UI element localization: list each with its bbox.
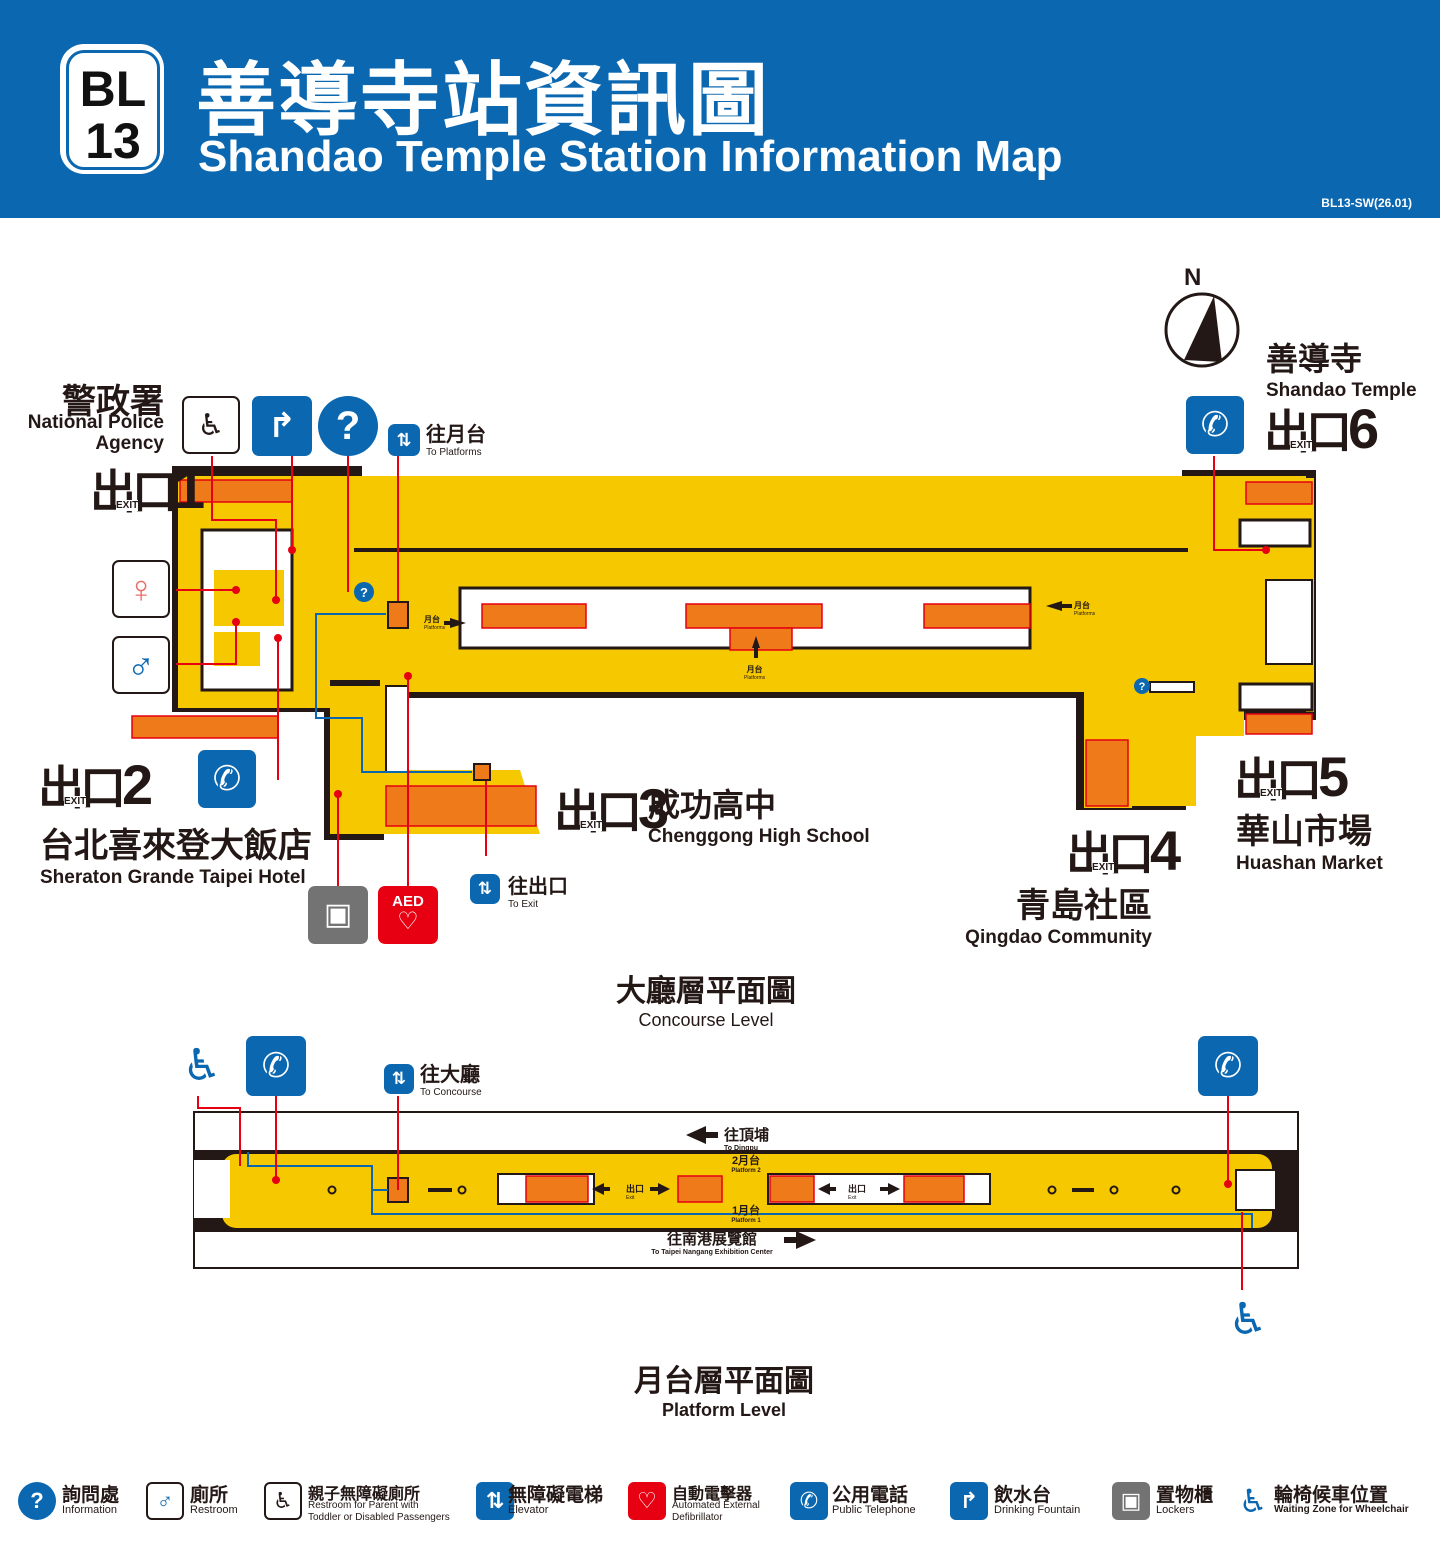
title-zh: 善導寺站資訊圖 [196,56,770,145]
exit4-landmark: 青島社區 Qingdao Community [965,887,1152,948]
direction-west-label: 往頂埔 To Dingpu [724,1127,770,1152]
family-restroom-icon: ♿ [264,1482,302,1520]
concourse-accessible-route [315,613,472,773]
information-icon: ? [318,396,378,456]
platform-title: 月台層平面圖 Platform Level [634,1365,814,1420]
exit5-landmark: 華山市場 Huashan Market [1236,813,1383,874]
elevator-platform-icon: ⇅ [384,1064,414,1094]
women-restroom-icon: ♀ [112,560,170,618]
exit6-marker: 出口6 EXIT [1264,397,1380,460]
platform2-label: 2月台 Platform 2 [731,1155,761,1174]
exit3-marker: 出口3 EXIT [554,777,670,840]
telephone-platform-west-icon: ✆ [246,1036,306,1096]
to-platforms-label: 往月台 To Platforms [426,424,486,458]
fountain-icon: ↱ [950,1482,988,1520]
exit1-marker: 出口1 EXIT [90,457,206,520]
elevator-icon: ⇅ [388,424,420,456]
platform-leader-lines [197,1096,1243,1290]
compass-north-label: N [1184,264,1202,291]
aed-icon: AED♡ [378,886,438,944]
telephone-exit6-icon: ✆ [1186,396,1244,454]
version-code: BL13-SW(26.01) [1321,196,1412,210]
exit2-landmark: 台北喜來登大飯店 Sheraton Grande Taipei Hotel [40,827,312,888]
to-concourse-label: 往大廳 To Concourse [420,1064,482,1098]
svg-text:?: ? [1139,681,1146,693]
concourse-escalators [131,479,1313,827]
elevator-to-exit-icon: ⇅ [470,874,500,904]
svg-text:?: ? [360,585,368,600]
telephone-icon: ✆ [790,1482,828,1520]
platform-escalators [525,1175,965,1203]
wheelchair-zone-icon-east: ♿ [1228,1295,1268,1344]
platform-benches [428,1188,1094,1192]
concourse-leader-lines [176,456,1266,886]
platform-pillars [327,1185,1181,1195]
concourse-leader-dots [232,546,1270,798]
info-icon: ? [18,1482,56,1520]
elevator-icon: ⇅ [476,1482,514,1520]
compass-icon [1164,292,1240,368]
telephone-platform-east-icon: ✆ [1198,1036,1258,1096]
family-restroom-icon: ♿ [182,396,240,454]
line-code: BL [79,61,147,117]
station-number: 13 [85,113,141,169]
concourse-title: 大廳層平面圖 Concourse Level [616,975,796,1030]
locker-icon: ▣ [1112,1482,1150,1520]
header-bar: BL 13 善導寺站資訊圖 Shandao Temple Station Inf… [0,0,1440,218]
direction-east-label: 往南港展覽館 To Taipei Nangang Exhibition Cent… [651,1231,773,1256]
concourse-direction-arrows [444,601,1072,658]
line-badge: BL 13 [60,44,164,174]
platform-leader-dots [272,1176,1232,1188]
wheelchair-icon: ♿ [1238,1483,1268,1519]
platform1-label: 1月台 Platform 1 [731,1205,761,1224]
telephone-icon: ✆ [198,750,256,808]
exit1-landmark-en: National Police Agency [27,412,164,454]
wheelchair-zone-icon-west: ♿ [182,1041,222,1090]
title-en: Shandao Temple Station Information Map [198,132,1063,181]
exit5-marker: 出口5 EXIT [1234,745,1350,808]
exit3-landmark: 成功高中 Chenggong High School [648,787,870,847]
platform-direction-arrows [592,1126,900,1249]
exit4-marker: 出口4 EXIT [1066,819,1182,882]
exit1-landmark: 警政署 [62,383,164,421]
restroom-icon: ♂ [146,1482,184,1520]
exit2-marker: 出口2 EXIT [38,753,154,816]
to-exit-label: 往出口 To Exit [508,876,568,910]
aed-icon: ♡ [628,1482,666,1520]
exit6-landmark: 善導寺 Shandao Temple [1266,341,1417,401]
aed-label: AED [392,893,424,910]
drinking-fountain-icon: ↱ [252,396,312,456]
locker-icon: ▣ [308,886,368,944]
men-restroom-icon: ♂ [112,636,170,694]
concourse-floor-markers: ? ? [354,582,1150,781]
